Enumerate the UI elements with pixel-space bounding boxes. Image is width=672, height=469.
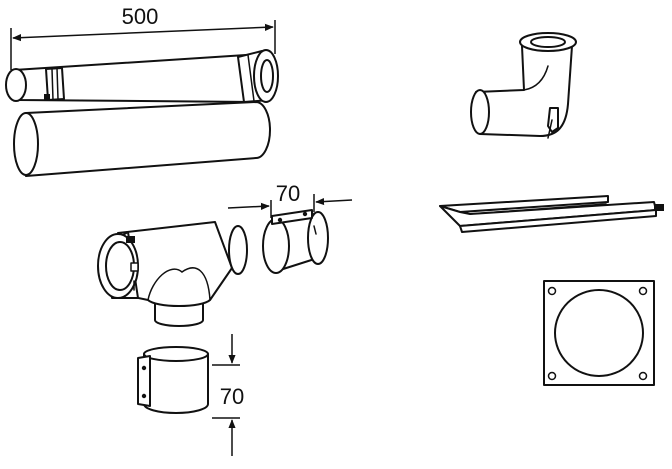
- end-cap: [262, 209, 329, 274]
- clamp-band: [137, 346, 209, 414]
- pipe-length-label: 500: [122, 4, 159, 29]
- tee-piece: [97, 221, 248, 327]
- clamp-height-dimension: 70: [212, 334, 244, 456]
- pipe-length-dimension: 500: [10, 4, 276, 70]
- concentric-pipe: [5, 49, 279, 103]
- wall-plate: [543, 280, 655, 386]
- clamp-height-label: 70: [220, 384, 244, 409]
- mounting-rail: [439, 195, 664, 233]
- cap-length-label: 70: [276, 181, 300, 206]
- cap-length-dimension: 70: [227, 181, 353, 218]
- elbow-fitting: [470, 32, 577, 139]
- outer-tube: [13, 101, 271, 177]
